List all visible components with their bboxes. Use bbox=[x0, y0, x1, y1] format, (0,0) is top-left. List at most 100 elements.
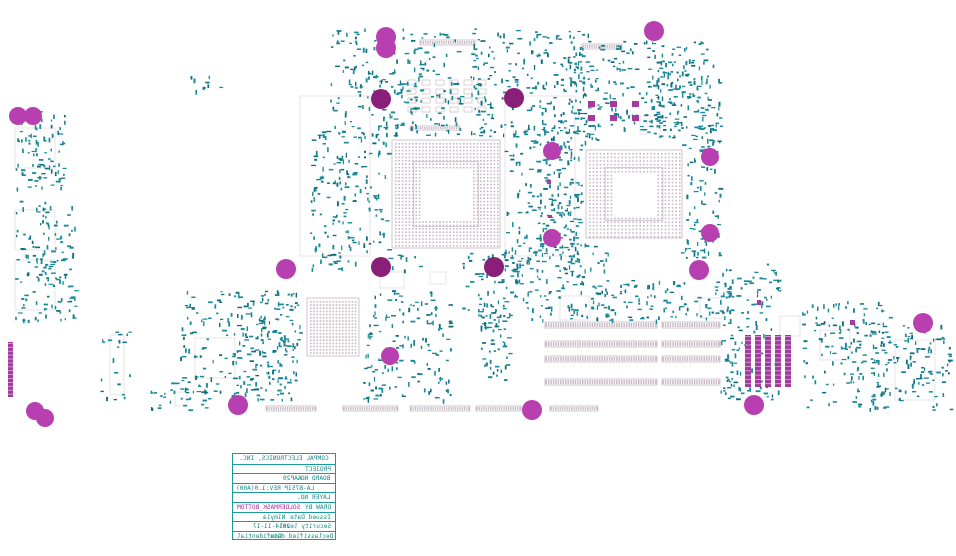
strip-pin bbox=[689, 342, 691, 346]
bga-ball bbox=[452, 234, 455, 237]
teal-pad bbox=[386, 121, 388, 127]
bga-ball bbox=[480, 245, 482, 247]
bga-ball bbox=[415, 146, 417, 148]
teal-pad bbox=[941, 336, 944, 339]
teal-pad bbox=[726, 379, 729, 382]
teal-pad bbox=[315, 150, 318, 156]
strip-pin bbox=[448, 41, 450, 44]
bga-ball bbox=[473, 170, 475, 172]
teal-pad bbox=[646, 301, 648, 306]
teal-pad bbox=[570, 317, 573, 320]
pad-stripe bbox=[775, 348, 781, 350]
bga-ball bbox=[316, 352, 318, 354]
teal-pad bbox=[541, 129, 546, 131]
teal-pad bbox=[675, 315, 677, 319]
teal-pad bbox=[884, 352, 888, 354]
bga-ball bbox=[610, 225, 613, 227]
strip-pin bbox=[689, 323, 691, 327]
strip-pin bbox=[343, 407, 345, 410]
teal-pad bbox=[313, 155, 319, 158]
teal-pad bbox=[51, 272, 56, 274]
bga-ball bbox=[351, 317, 354, 319]
teal-pad bbox=[850, 342, 853, 345]
teal-pad bbox=[278, 303, 284, 306]
strip-pin bbox=[423, 407, 426, 410]
bga-ball bbox=[348, 313, 350, 316]
teal-pad bbox=[294, 306, 296, 309]
teal-pad bbox=[357, 127, 361, 130]
teal-pad bbox=[338, 176, 341, 180]
bga-ball bbox=[432, 156, 434, 159]
strip-pin bbox=[693, 357, 696, 361]
bga-ball bbox=[493, 231, 496, 233]
bga-ball bbox=[338, 345, 341, 348]
teal-pad bbox=[467, 309, 470, 311]
teal-pad bbox=[481, 316, 485, 319]
bga-ball bbox=[408, 163, 411, 165]
teal-pad bbox=[48, 265, 54, 268]
bga-ball bbox=[449, 224, 451, 227]
bga-ball bbox=[405, 228, 407, 230]
teal-pad bbox=[848, 346, 851, 348]
teal-pad bbox=[603, 306, 608, 309]
teal-pad bbox=[810, 399, 813, 401]
bga-ball bbox=[490, 166, 492, 169]
teal-pad bbox=[873, 359, 876, 362]
teal-pad bbox=[664, 307, 667, 309]
teal-pad-group bbox=[15, 28, 954, 412]
teal-pad bbox=[279, 383, 282, 386]
teal-pad bbox=[631, 51, 634, 55]
strip-pin bbox=[503, 407, 505, 410]
teal-pad bbox=[563, 88, 566, 91]
teal-pad bbox=[72, 314, 75, 319]
bga-ball bbox=[603, 203, 605, 205]
teal-pad bbox=[719, 193, 722, 198]
bga-ball bbox=[313, 320, 315, 322]
teal-pad bbox=[568, 102, 571, 105]
strip-pin bbox=[364, 407, 366, 410]
teal-pad bbox=[623, 40, 627, 43]
teal-pad bbox=[872, 362, 877, 364]
bga-ball bbox=[345, 345, 347, 348]
teal-pad bbox=[50, 169, 53, 174]
bga-ball bbox=[395, 177, 397, 179]
pad-stripe bbox=[8, 358, 13, 360]
teal-pad bbox=[569, 77, 573, 79]
teal-pad bbox=[502, 41, 505, 44]
strip-pin bbox=[419, 407, 421, 410]
bga-ball bbox=[422, 231, 424, 233]
teal-pad bbox=[543, 52, 549, 54]
bga-ball bbox=[342, 320, 344, 322]
teal-pad bbox=[490, 339, 495, 342]
teal-pad bbox=[355, 65, 357, 69]
outline-rect bbox=[14, 127, 56, 169]
teal-pad bbox=[352, 239, 355, 242]
bga-ball bbox=[603, 221, 605, 223]
teal-pad bbox=[564, 120, 567, 123]
slot bbox=[463, 88, 473, 95]
teal-pad bbox=[580, 144, 584, 147]
teal-pad bbox=[847, 301, 849, 305]
teal-pad bbox=[928, 391, 933, 393]
bga-ball bbox=[425, 228, 428, 230]
teal-pad bbox=[578, 221, 583, 224]
teal-pad bbox=[898, 389, 902, 391]
teal-pad bbox=[519, 189, 521, 193]
bga-ball bbox=[646, 235, 649, 238]
teal-pad bbox=[492, 329, 495, 333]
bga-ball bbox=[313, 301, 315, 303]
bga-ball bbox=[599, 199, 602, 202]
teal-pad bbox=[702, 116, 704, 122]
teal-pad bbox=[491, 312, 497, 314]
bga-ball bbox=[408, 224, 411, 227]
teal-pad bbox=[244, 333, 247, 337]
teal-pad bbox=[506, 364, 511, 366]
teal-pad bbox=[728, 322, 732, 325]
connector-2-frame bbox=[409, 405, 471, 412]
bga-ball bbox=[653, 160, 656, 162]
bga-ball bbox=[668, 199, 670, 202]
strip-pin bbox=[478, 407, 480, 410]
teal-pad bbox=[117, 346, 120, 348]
teal-pad bbox=[565, 224, 568, 228]
bga-ball bbox=[398, 234, 400, 237]
